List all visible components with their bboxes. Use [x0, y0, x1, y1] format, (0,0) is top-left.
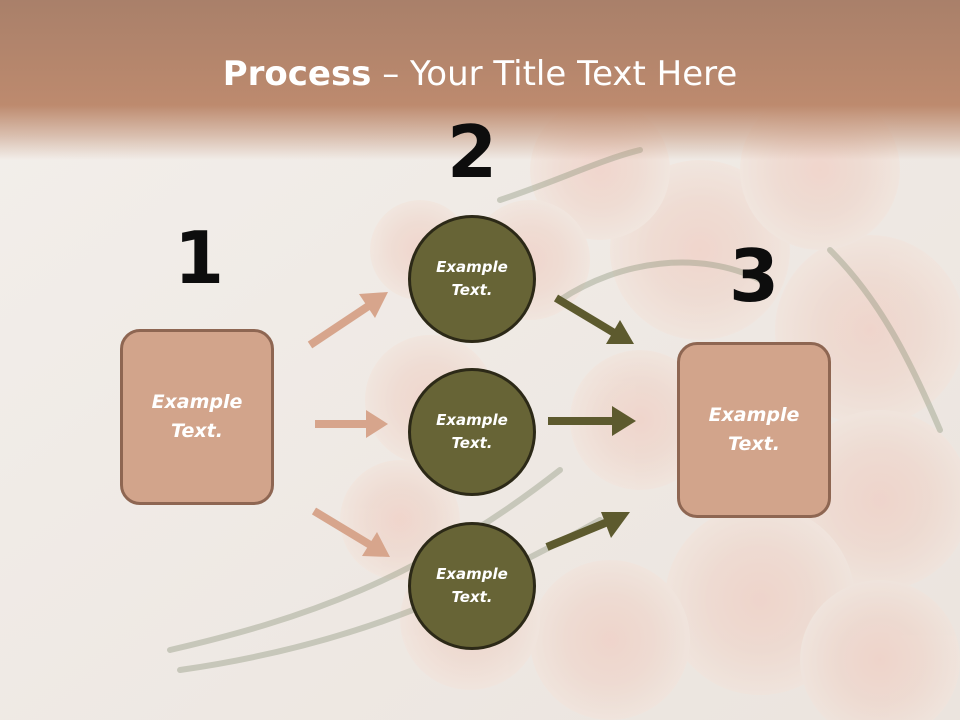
arrow-up-right-icon [307, 292, 388, 349]
title-banner [0, 0, 960, 160]
step-2-circle-top[interactable]: Example Text. [408, 215, 536, 343]
arrow-up-right-icon [545, 512, 630, 551]
arrow-down-right-icon [311, 507, 390, 557]
circle-middle-text: Example Text. [436, 411, 508, 452]
arrow-down-right-icon [553, 294, 634, 344]
title-strong: Process [222, 54, 372, 94]
arrow-right-icon [315, 410, 388, 438]
title-rest: – Your Title Text Here [371, 54, 738, 94]
step-number-2: 2 [446, 110, 498, 194]
step-1-box[interactable]: Example Text. [120, 329, 274, 505]
step-3-box[interactable]: Example Text. [677, 342, 831, 518]
step-3-text: Example Text. [708, 404, 800, 455]
step-number-1: 1 [173, 216, 225, 300]
arrow-right-icon [548, 406, 636, 436]
circle-top-text: Example Text. [436, 258, 508, 299]
step-1-text: Example Text. [151, 391, 243, 442]
step-2-circle-bottom[interactable]: Example Text. [408, 522, 536, 650]
circle-bottom-text: Example Text. [436, 565, 508, 606]
step-number-3: 3 [728, 234, 780, 318]
step-2-circle-middle[interactable]: Example Text. [408, 368, 536, 496]
slide-title: Process – Your Title Text Here [0, 52, 960, 96]
